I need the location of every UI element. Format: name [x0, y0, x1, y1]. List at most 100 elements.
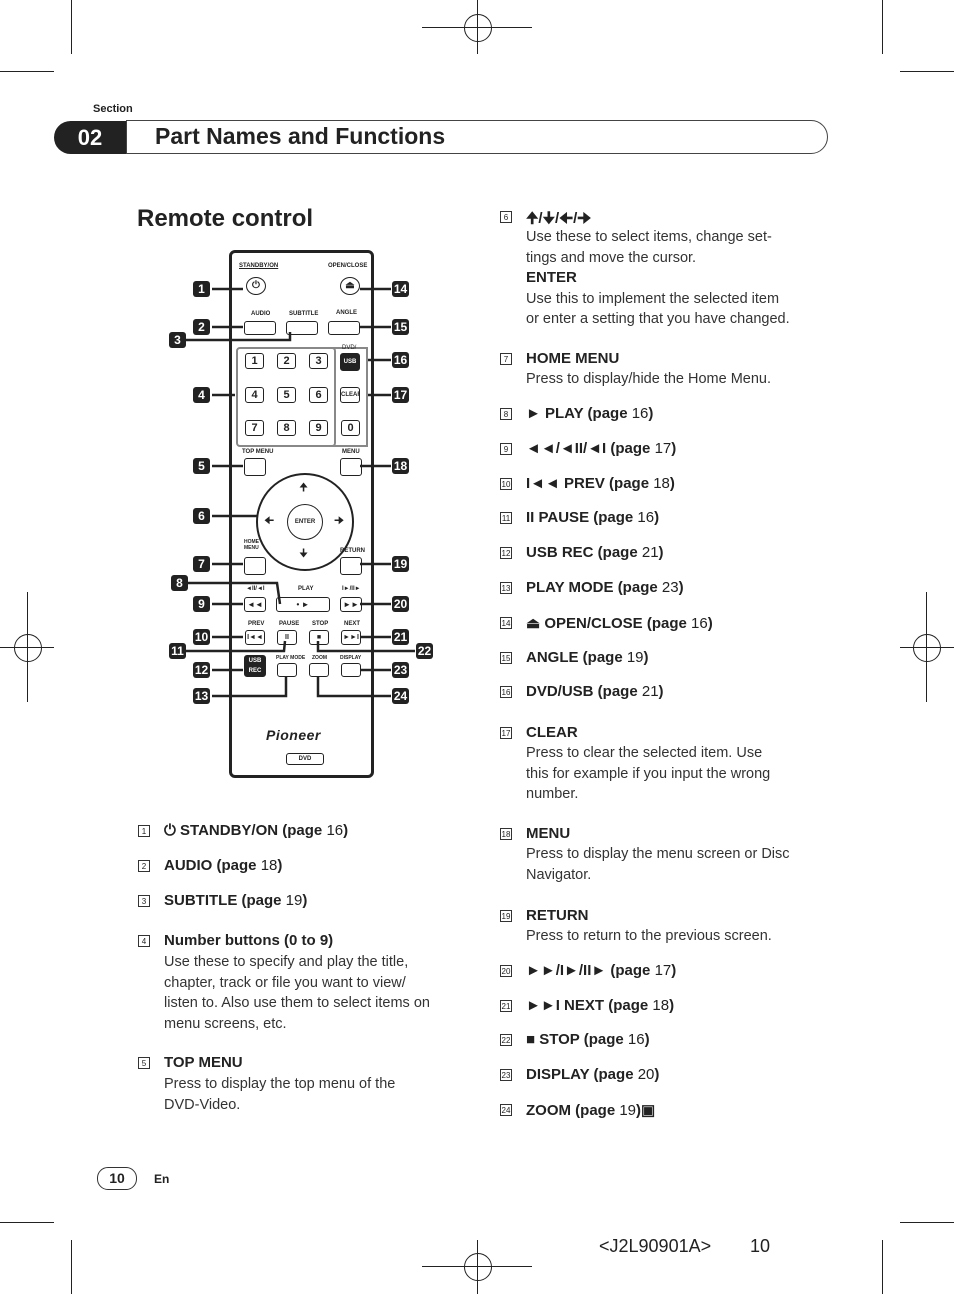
crop-mark: [900, 1222, 954, 1223]
top-menu-label: TOP MENU: [242, 449, 274, 455]
item-title: Number buttons (0 to 9): [164, 932, 334, 949]
item-number: 7: [500, 353, 512, 365]
subtitle-button[interactable]: [286, 321, 318, 335]
callout-23: 23: [392, 662, 409, 678]
number-5-button[interactable]: 5: [277, 387, 296, 403]
usb-rec-usb: USB: [248, 658, 262, 664]
crop-mark: [882, 1240, 883, 1294]
rewind-button[interactable]: ◄◄: [244, 597, 266, 612]
item-title: DISPLAY (page 20): [526, 1066, 660, 1083]
item-number: 14: [500, 617, 512, 629]
section-number: 02: [54, 121, 126, 154]
callout-20: 20: [392, 596, 409, 612]
clear-button[interactable]: CLEAR: [340, 387, 360, 403]
enter-button[interactable]: ENTER: [287, 504, 323, 540]
section-title: Part Names and Functions: [155, 123, 446, 149]
item-number: 16: [500, 686, 512, 698]
item-title: I◄◄ PREV (page 18): [526, 475, 675, 492]
next-label: NEXT: [344, 621, 361, 627]
pause-button[interactable]: II: [277, 630, 297, 645]
item-title: 🠉/🠋/🠈/🠊: [526, 210, 592, 227]
standby-button[interactable]: ⏻: [246, 277, 266, 295]
usb-rec-rec: REC: [248, 668, 262, 674]
play-label: PLAY: [298, 586, 314, 592]
item-title: MENU: [526, 825, 571, 842]
pause-label: PAUSE: [279, 621, 300, 627]
clear-frame: [332, 347, 368, 447]
number-1-button[interactable]: 1: [245, 353, 264, 369]
registration-circle: [464, 1253, 492, 1281]
registration-circle: [464, 14, 492, 42]
number-9-button[interactable]: 9: [309, 420, 328, 436]
callout-8: 8: [171, 575, 188, 591]
number-8-button[interactable]: 8: [277, 420, 296, 436]
callout-9: 9: [193, 596, 210, 612]
top-menu-button[interactable]: [244, 458, 266, 476]
pioneer-logo: Pioneer: [266, 727, 321, 743]
number-0-button[interactable]: 0: [341, 420, 360, 436]
prev-label: PREV: [248, 621, 265, 627]
section-label: Section: [93, 103, 133, 115]
item-number: 3: [138, 895, 150, 907]
right-arrow-icon[interactable]: 🠊: [334, 515, 345, 527]
callout-14: 14: [392, 281, 409, 297]
item-number: 15: [500, 652, 512, 664]
item-title: ►►/I►/II► (page 17): [526, 962, 677, 979]
callout-15: 15: [392, 319, 409, 335]
item-title: TOP MENU: [164, 1054, 243, 1071]
standby-label: STANDBY/ON: [239, 263, 279, 269]
item-number: 17: [500, 727, 512, 739]
open-close-button[interactable]: ⏏: [340, 277, 360, 295]
crop-mark: [71, 1240, 72, 1294]
number-7-button[interactable]: 7: [245, 420, 264, 436]
home-menu-button[interactable]: [244, 557, 266, 575]
number-2-button[interactable]: 2: [277, 353, 296, 369]
dvd-usb-button[interactable]: USB: [340, 353, 360, 371]
item-number: 11: [500, 512, 512, 524]
item-description: Press to return to the previous screen.: [526, 928, 772, 944]
callout-17: 17: [392, 387, 409, 403]
section-bar: [126, 120, 828, 154]
item-number: 4: [138, 935, 150, 947]
callout-12: 12: [193, 662, 210, 678]
number-3-button[interactable]: 3: [309, 353, 328, 369]
callout-13: 13: [193, 688, 210, 704]
play-mode-label: PLAY MODE: [276, 655, 306, 661]
zoom-label: ZOOM: [312, 655, 327, 661]
open-close-label: OPEN/CLOSE: [328, 263, 368, 269]
item-title: ■ STOP (page 16): [526, 1031, 650, 1048]
number-4-button[interactable]: 4: [245, 387, 264, 403]
dvd-badge: DVD: [286, 753, 324, 765]
angle-button[interactable]: [328, 321, 360, 335]
play-mode-button[interactable]: [277, 663, 297, 677]
callout-5: 5: [193, 458, 210, 474]
prev-button[interactable]: I◄◄: [245, 630, 265, 645]
usb-rec-button[interactable]: USB REC: [244, 655, 266, 677]
play-button[interactable]: • ►: [276, 597, 330, 612]
item-description: Press to display/hide the Home Menu.: [526, 371, 772, 387]
item-number: 5: [138, 1057, 150, 1069]
zoom-button[interactable]: [309, 663, 329, 677]
item-title: RETURN: [526, 907, 589, 924]
item-number: 8: [500, 408, 512, 420]
number-6-button[interactable]: 6: [309, 387, 328, 403]
left-arrow-icon[interactable]: 🠈: [264, 515, 275, 527]
item-number: 2: [138, 860, 150, 872]
item-description: Use these to select items, change set-ti…: [526, 229, 790, 327]
item-title: ANGLE (page 19): [526, 649, 649, 666]
item-number: 9: [500, 443, 512, 455]
stop-label: STOP: [312, 621, 329, 627]
item-title: PLAY MODE (page 23): [526, 579, 684, 596]
down-arrow-icon[interactable]: 🠋: [299, 548, 309, 560]
crop-mark: [900, 71, 954, 72]
return-button[interactable]: [340, 557, 362, 575]
audio-button[interactable]: [244, 321, 276, 335]
crop-mark: [882, 0, 883, 54]
item-number: 24: [500, 1104, 512, 1116]
reverse-icon: ◄II/◄I: [246, 586, 265, 592]
up-arrow-icon[interactable]: 🠉: [299, 482, 309, 494]
item-number: 18: [500, 828, 512, 840]
item-title: CLEAR: [526, 724, 578, 741]
